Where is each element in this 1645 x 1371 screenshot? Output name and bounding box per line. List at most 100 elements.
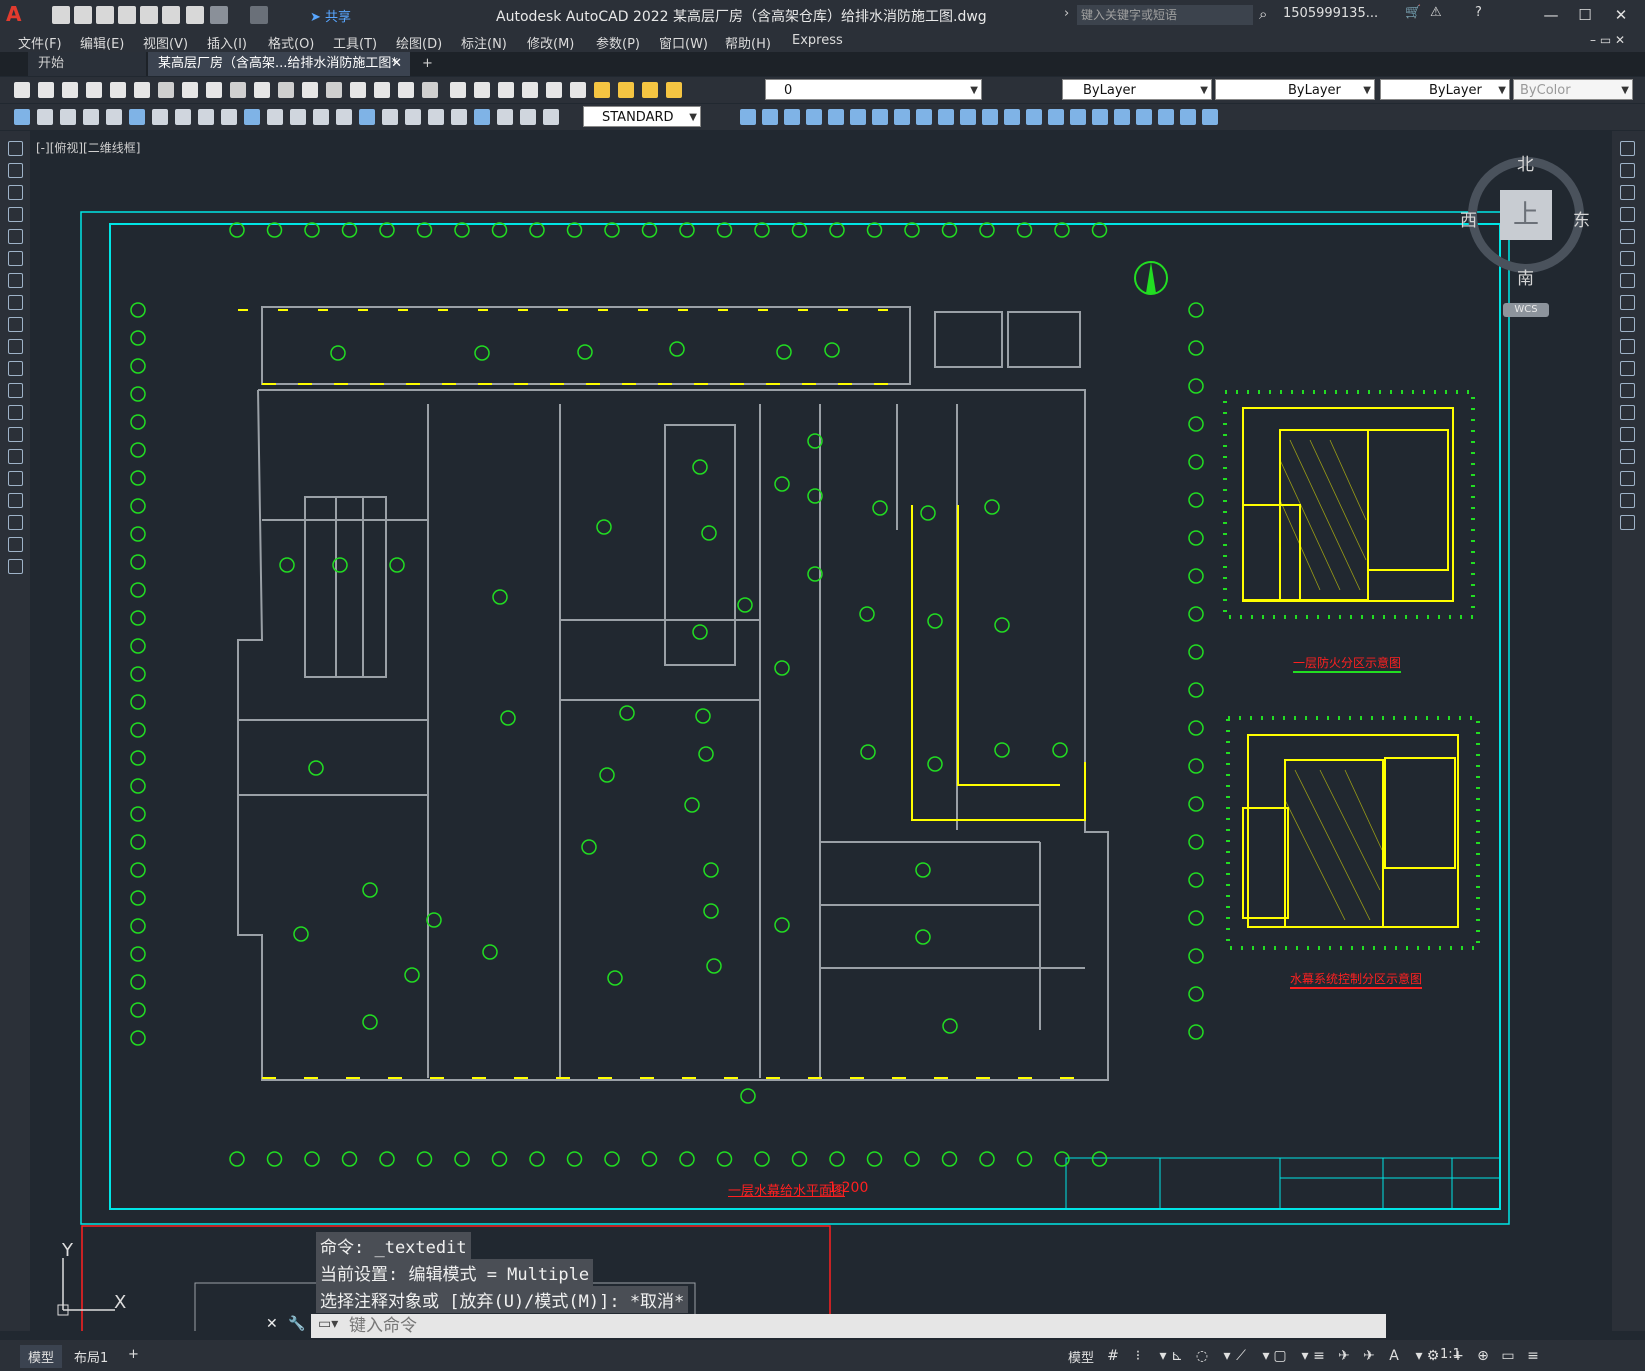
wcs-menu-button[interactable]: WCS — [1503, 303, 1549, 317]
modify-tool-icon[interactable] — [1620, 493, 1635, 508]
toolbar-icon[interactable] — [62, 82, 78, 98]
dimension-tool-icon[interactable] — [543, 109, 559, 125]
toolbar-icon[interactable] — [422, 82, 438, 98]
modify-tool-icon[interactable] — [1620, 317, 1635, 332]
menu-file[interactable]: 文件(F) — [18, 37, 62, 52]
doc-restore-icon[interactable]: – ▭ ✕ — [1590, 33, 1626, 47]
modify-tool-icon[interactable] — [1620, 229, 1635, 244]
modify-tool-icon[interactable] — [762, 109, 778, 125]
command-input[interactable]: 键入命令 — [311, 1314, 1386, 1338]
user-name[interactable]: 1505999135... — [1283, 6, 1379, 21]
dimension-tool-icon[interactable] — [474, 109, 490, 125]
dimension-tool-icon[interactable] — [520, 109, 536, 125]
linetype-dropdown[interactable]: ByLayer▼ — [1215, 79, 1375, 100]
chevron-right-icon[interactable]: › — [1064, 6, 1070, 21]
modify-tool-icon[interactable] — [1070, 109, 1086, 125]
status-toggle-icon[interactable]: ⊾ — [1171, 1348, 1183, 1364]
save-icon[interactable] — [96, 6, 114, 24]
dimension-tool-icon[interactable] — [221, 109, 237, 125]
modify-tool-icon[interactable] — [916, 109, 932, 125]
modify-tool-icon[interactable] — [828, 109, 844, 125]
cart-icon[interactable]: 🛒 — [1405, 5, 1422, 20]
modify-tool-icon[interactable] — [1180, 109, 1196, 125]
toolbar-icon[interactable] — [134, 82, 150, 98]
modify-tool-icon[interactable] — [1048, 109, 1064, 125]
dimension-tool-icon[interactable] — [497, 109, 513, 125]
toolbar-icon[interactable] — [450, 82, 466, 98]
viewcube-top-face[interactable]: 上 — [1500, 190, 1552, 240]
modify-tool-icon[interactable] — [850, 109, 866, 125]
modify-tool-icon[interactable] — [1620, 141, 1635, 156]
autocad-logo-icon[interactable]: A — [6, 2, 22, 26]
viewcube-west[interactable]: 西 — [1460, 211, 1477, 231]
modify-tool-icon[interactable] — [1620, 361, 1635, 376]
close-tab-icon[interactable]: ✕ — [391, 56, 402, 71]
toolbar-icon[interactable] — [110, 82, 126, 98]
open-from-web-icon[interactable] — [140, 6, 158, 24]
modify-tool-icon[interactable] — [784, 109, 800, 125]
viewcube-east[interactable]: 东 — [1573, 211, 1590, 231]
modify-tool-icon[interactable] — [740, 109, 756, 125]
dimension-tool-icon[interactable] — [382, 109, 398, 125]
toolbar-icon[interactable] — [182, 82, 198, 98]
menu-express[interactable]: Express — [792, 33, 843, 48]
tab-start[interactable]: 开始 — [28, 52, 146, 76]
dimension-tool-icon[interactable] — [244, 109, 260, 125]
dimension-tool-icon[interactable] — [405, 109, 421, 125]
status-toggle-icon[interactable]: ▾ — [1159, 1348, 1167, 1364]
status-toggle-icon[interactable]: ⁝ — [1135, 1348, 1141, 1364]
status-toggle-icon[interactable]: # — [1107, 1348, 1119, 1364]
toolbar-icon[interactable] — [278, 82, 294, 98]
modify-tool-icon[interactable] — [1004, 109, 1020, 125]
dimension-tool-icon[interactable] — [267, 109, 283, 125]
draw-tool-icon[interactable] — [8, 515, 23, 530]
dimension-tool-icon[interactable] — [290, 109, 306, 125]
close-command-icon[interactable]: ✕ — [266, 1316, 278, 1332]
toolbar-icon[interactable] — [522, 82, 538, 98]
draw-tool-icon[interactable] — [8, 163, 23, 178]
modify-tool-icon[interactable] — [1620, 185, 1635, 200]
status-toggle-icon[interactable]: ▾ — [1262, 1348, 1270, 1364]
tab-model[interactable]: 模型 — [20, 1345, 63, 1368]
menu-parametric[interactable]: 参数(P) — [596, 37, 640, 52]
status-toggle-icon[interactable]: ⟋ — [1236, 1348, 1246, 1364]
status-toggle-icon[interactable]: ⊕ — [1477, 1348, 1489, 1364]
draw-tool-icon[interactable] — [8, 251, 23, 266]
draw-tool-icon[interactable] — [8, 559, 23, 574]
toolbar-icon[interactable] — [86, 82, 102, 98]
command-prompt-icon[interactable]: ▭▾ — [318, 1316, 339, 1332]
modify-tool-icon[interactable] — [1620, 427, 1635, 442]
menu-format[interactable]: 格式(O) — [268, 37, 315, 52]
menu-window[interactable]: 窗口(W) — [659, 37, 708, 52]
dimension-tool-icon[interactable] — [152, 109, 168, 125]
dimension-tool-icon[interactable] — [37, 109, 53, 125]
status-toggle-icon[interactable]: ▾ — [1415, 1348, 1423, 1364]
toolbar-icon[interactable] — [158, 82, 174, 98]
text-style-dropdown[interactable]: STANDARD▼ — [583, 106, 701, 127]
modify-tool-icon[interactable] — [1620, 515, 1635, 530]
toolbar-icon[interactable] — [474, 82, 490, 98]
menu-edit[interactable]: 编辑(E) — [80, 37, 125, 52]
draw-tool-icon[interactable] — [8, 185, 23, 200]
status-toggle-icon[interactable]: ◌ — [1195, 1348, 1209, 1364]
status-toggle-icon[interactable]: ▭ — [1501, 1348, 1515, 1364]
toolbar-icon[interactable] — [254, 82, 270, 98]
draw-tool-icon[interactable] — [8, 493, 23, 508]
viewcube-south[interactable]: 南 — [1517, 269, 1534, 289]
toolbar-icon[interactable] — [38, 82, 54, 98]
new-tab-button[interactable]: + — [422, 56, 433, 71]
dimension-tool-icon[interactable] — [451, 109, 467, 125]
dimension-tool-icon[interactable] — [106, 109, 122, 125]
status-toggle-icon[interactable]: ⚙ — [1426, 1348, 1440, 1364]
dimension-tool-icon[interactable] — [198, 109, 214, 125]
draw-tool-icon[interactable] — [8, 141, 23, 156]
draw-tool-icon[interactable] — [8, 295, 23, 310]
status-toggle-icon[interactable]: ≡ — [1527, 1348, 1539, 1364]
plotstyle-dropdown[interactable]: ByColor▼ — [1513, 79, 1633, 100]
modify-tool-icon[interactable] — [1620, 295, 1635, 310]
toolbar-icon[interactable] — [642, 82, 658, 98]
maximize-button[interactable]: ☐ — [1578, 6, 1592, 24]
layer-dropdown[interactable]: 0▼ — [765, 79, 982, 100]
modify-tool-icon[interactable] — [982, 109, 998, 125]
toolbar-icon[interactable] — [570, 82, 586, 98]
